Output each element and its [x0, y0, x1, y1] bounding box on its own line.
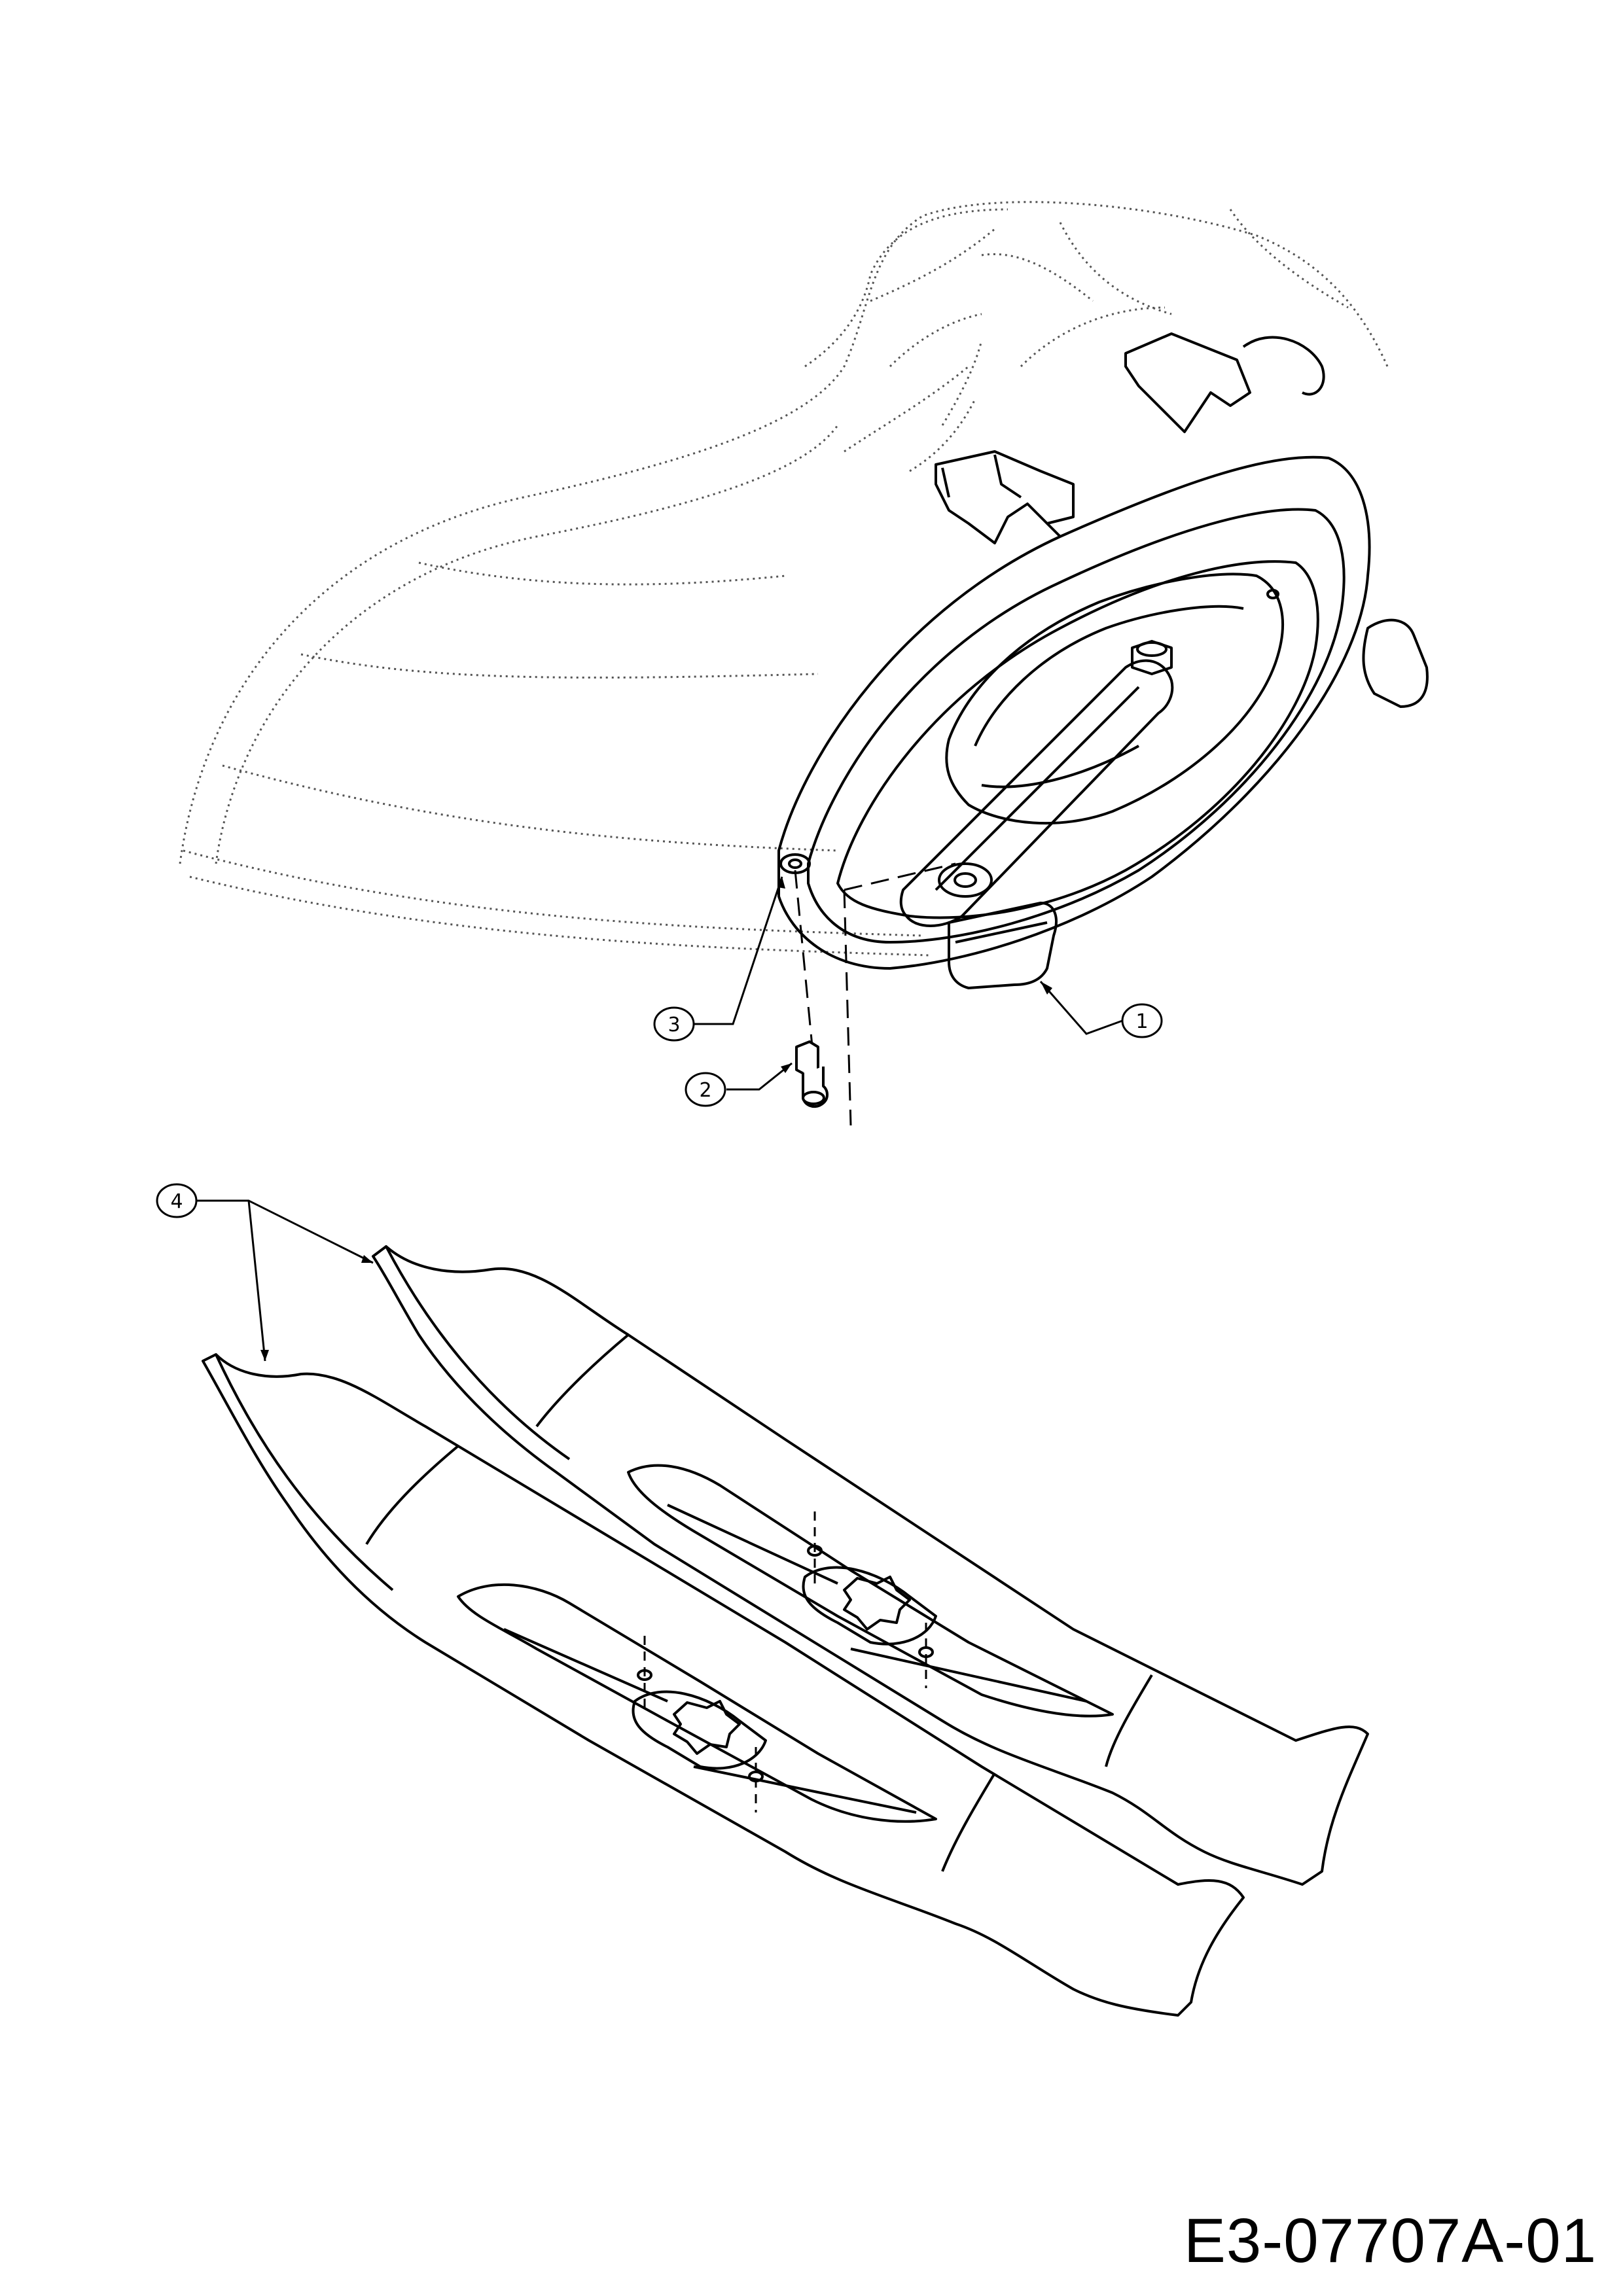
callout-4: 4 — [156, 1183, 198, 1218]
callout-3: 3 — [653, 1006, 695, 1042]
front-blade — [202, 1353, 1245, 2017]
svg-text:2: 2 — [699, 1079, 711, 1102]
callout-2: 2 — [685, 1072, 726, 1107]
callout-leaders — [196, 876, 1123, 1362]
back-blade — [372, 1245, 1369, 1886]
center-lines — [794, 862, 956, 1126]
mulch-plug — [777, 332, 1429, 989]
mower-deck-outline — [179, 201, 1389, 957]
svg-text:4: 4 — [170, 1190, 183, 1213]
drawing-number: E3-07707A-01 — [1183, 2206, 1597, 2276]
svg-text:1: 1 — [1135, 1010, 1148, 1033]
shoulder-bolt — [795, 1040, 829, 1108]
callout-1: 1 — [1121, 1003, 1163, 1038]
svg-text:3: 3 — [668, 1014, 680, 1036]
callout-arrowheads — [260, 877, 1052, 1361]
blade-center-lines — [643, 1511, 927, 1812]
